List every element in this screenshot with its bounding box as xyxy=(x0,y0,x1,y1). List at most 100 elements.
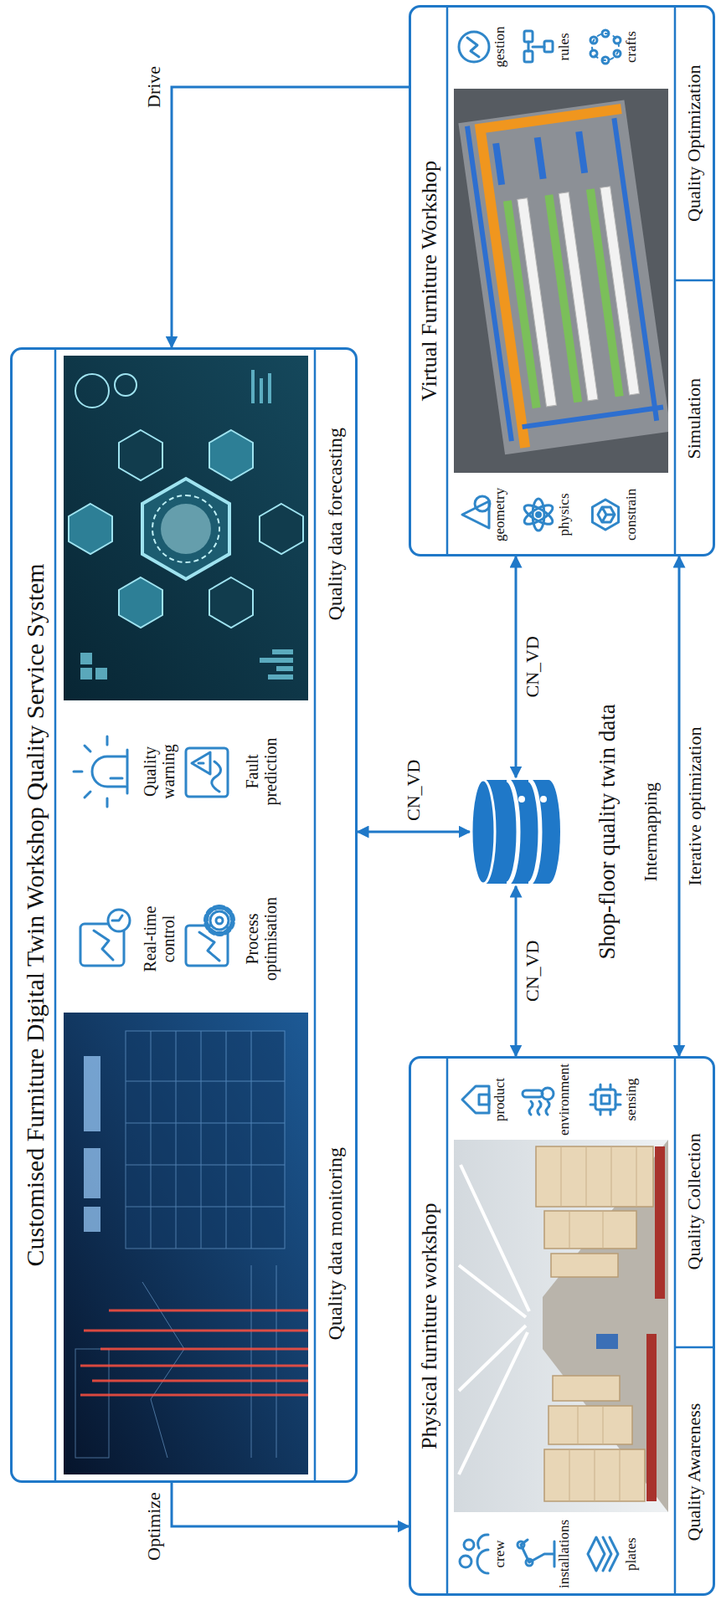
physical-icons xyxy=(478,1535,489,1550)
database-cylinder xyxy=(540,796,547,804)
workshop-photo xyxy=(561,1147,637,1503)
workshop-photo xyxy=(535,1147,654,1208)
physical-icons xyxy=(478,1095,490,1106)
physical-icons xyxy=(601,1096,610,1105)
panel-dividers xyxy=(447,5,716,557)
forecasting-hex-image xyxy=(114,374,137,397)
connector-arrow xyxy=(357,831,470,835)
service-icons xyxy=(216,917,223,925)
database-cylinder xyxy=(506,780,519,885)
edge-label: Optimize xyxy=(144,1490,165,1565)
physical-icons xyxy=(462,1086,490,1114)
workshop-photo xyxy=(561,1147,637,1503)
edge-label: CN_VD xyxy=(403,757,424,824)
monitoring-dashboard-image xyxy=(63,1013,309,1476)
section-label: Quality data forecasting xyxy=(324,427,346,622)
icon-caption: gestion xyxy=(492,25,509,67)
service-icons xyxy=(185,748,228,798)
twin-data-store: Shop-floor quality twin data xyxy=(469,777,562,887)
service-icons xyxy=(126,750,129,794)
virtual-icons xyxy=(458,31,490,62)
icon-caption: crafts xyxy=(623,30,640,63)
icon-caption: plates xyxy=(623,1538,640,1572)
physical-icons xyxy=(477,1550,489,1575)
physical-icons xyxy=(587,1538,605,1572)
monitoring-dashboard-image xyxy=(80,1311,309,1396)
service-icons xyxy=(112,916,123,922)
monitoring-dashboard-image xyxy=(142,1266,277,1459)
virtual-icons xyxy=(602,56,609,64)
workshop-photo xyxy=(646,1334,657,1503)
forecasting-hex-image xyxy=(272,649,294,655)
forecasting-hex-image xyxy=(63,355,309,701)
monitoring-dashboard-image xyxy=(83,1148,101,1200)
icon-caption: constrain xyxy=(623,489,640,541)
physical-workshop-panel: Physical furniture workshopQuality Aware… xyxy=(408,1056,716,1597)
forecasting-hex-image xyxy=(142,478,230,580)
physical-icons xyxy=(459,1556,472,1569)
workshop-photo xyxy=(548,1406,633,1446)
virtual-layout-render xyxy=(534,137,547,181)
physical-icons xyxy=(602,1538,612,1572)
icon-caption: product xyxy=(492,1078,509,1123)
forecasting-hex-image xyxy=(68,430,304,629)
forecasting-hex-image xyxy=(259,504,304,555)
forecasting-hex-image xyxy=(160,504,212,555)
virtual-layout-render xyxy=(517,186,640,407)
forecasting-hex-image xyxy=(118,430,163,481)
forecasting-hex-image xyxy=(209,430,253,481)
virtual-layout-render xyxy=(453,88,669,474)
panel-dividers xyxy=(55,5,716,1597)
monitoring-dashboard-image xyxy=(83,1056,101,1233)
service-icons xyxy=(210,911,229,931)
icon-caption: environment xyxy=(556,1064,573,1137)
virtual-layout-render xyxy=(558,192,598,402)
workshop-photo xyxy=(552,1376,620,1402)
connector-arrow xyxy=(515,556,518,778)
virtual-layout-render xyxy=(467,104,665,442)
physical-icons xyxy=(541,1088,554,1101)
store-label: Shop-floor quality twin data xyxy=(595,704,621,960)
forecasting-hex-image xyxy=(80,653,93,665)
virtual-layout-render xyxy=(600,186,640,396)
icon-caption: installations xyxy=(556,1520,573,1590)
workshop-photo xyxy=(544,1211,637,1250)
forecasting-hex-image xyxy=(259,658,294,664)
service-icons xyxy=(108,910,130,933)
forecasting-hex-image xyxy=(80,668,93,680)
virtual-layout-render xyxy=(458,99,669,455)
virtual-layout-render xyxy=(517,198,557,407)
virtual-icons xyxy=(521,501,556,528)
virtual-layout-render xyxy=(458,99,669,455)
service-system-panel: Customised Furniture Digital Twin Worksh… xyxy=(10,347,358,1484)
database-cylinder xyxy=(528,780,541,885)
virtual-icons xyxy=(474,496,490,512)
monitoring-dashboard-image xyxy=(83,1207,101,1233)
panel-dividers xyxy=(54,347,57,1484)
forecasting-hex-image xyxy=(259,378,263,404)
icon-caption: rules xyxy=(556,32,573,61)
forecasting-hex-image xyxy=(152,495,220,563)
icon-caption: Real-time control xyxy=(140,887,178,993)
panel-dividers xyxy=(314,347,317,1484)
icon-caption: crew xyxy=(492,1540,509,1569)
virtual-icons xyxy=(458,30,621,531)
forecasting-hex-image xyxy=(276,666,294,672)
workshop-photo xyxy=(596,1334,618,1350)
workshop-photo xyxy=(453,1140,669,1514)
section-label: Simulation xyxy=(684,378,705,460)
annotation: Intermapping xyxy=(640,782,661,883)
icon-caption: Quality warning xyxy=(140,720,178,825)
virtual-icons xyxy=(521,501,556,528)
workshop-photo xyxy=(535,1147,654,1503)
physical-icons xyxy=(525,1560,533,1567)
workshop-photo xyxy=(551,1254,618,1278)
physical-icons xyxy=(529,1102,550,1116)
workshop-photo xyxy=(458,1165,530,1476)
database-cylinder xyxy=(469,777,562,887)
service-icons xyxy=(92,757,126,788)
virtual-icons xyxy=(524,51,533,62)
service-icons xyxy=(206,907,233,935)
service-icons xyxy=(191,752,211,775)
service-icons xyxy=(198,762,204,766)
